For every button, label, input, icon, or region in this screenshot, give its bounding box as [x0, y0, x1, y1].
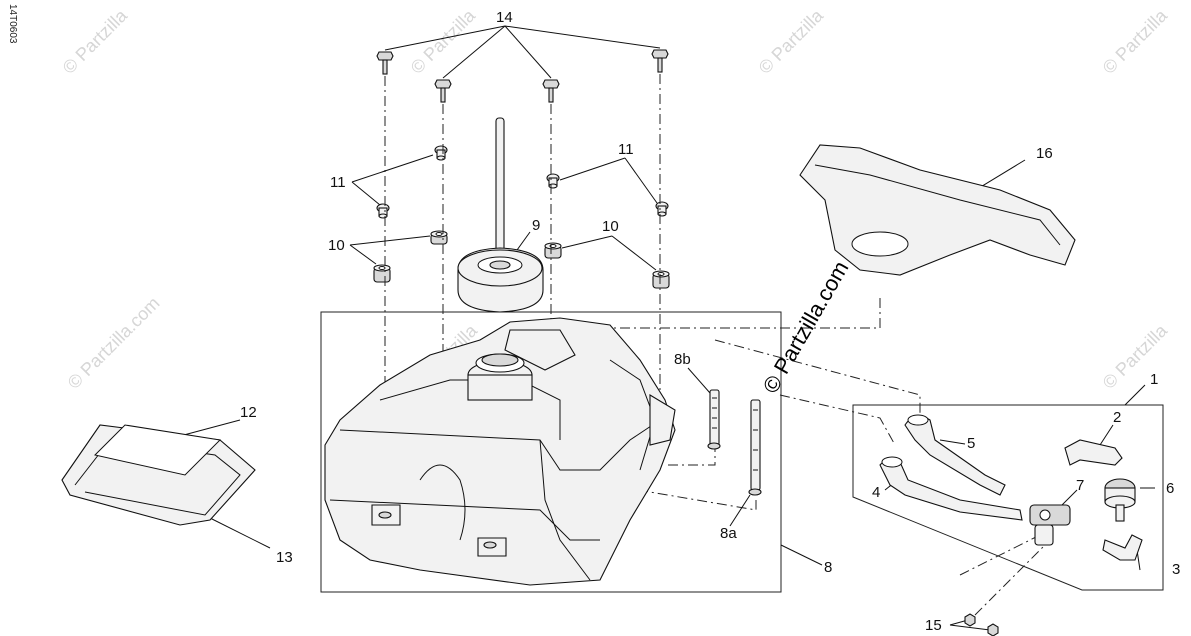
callout-labels: 14 11 11 10 10 9 16 12 13 8b 8a 8 1 2 5 … [240, 9, 1180, 634]
hose-4 [879, 456, 1023, 521]
watermark: © Partzilla.com [64, 293, 164, 393]
watermark: © Partzilla [1099, 320, 1172, 393]
callout-14: 14 [496, 9, 513, 26]
fuel-filter-8b [707, 389, 721, 450]
callout-3: 3 [1172, 561, 1180, 578]
callout-8b: 8b [674, 351, 691, 368]
callout-2: 2 [1113, 409, 1121, 426]
bolt-14 [376, 49, 669, 103]
grommet-10 [373, 230, 670, 289]
callout-8a: 8a [720, 525, 737, 542]
heat-shield-pad-12 [94, 424, 222, 476]
callout-11-left: 11 [330, 174, 346, 191]
screw-15 [964, 613, 999, 636]
hose-3 [1102, 534, 1143, 561]
callout-8: 8 [824, 559, 832, 576]
tank-cover-16 [799, 144, 1076, 276]
callout-7: 7 [1076, 477, 1084, 494]
filter-6 [1104, 478, 1136, 522]
fuel-filter-8a [748, 399, 762, 496]
callout-15: 15 [925, 617, 942, 634]
callout-16: 16 [1036, 145, 1053, 162]
hose-5 [904, 414, 1006, 496]
callout-9: 9 [532, 217, 540, 234]
watermark-main: © Partzilla.com [758, 257, 854, 398]
callout-4: 4 [872, 484, 880, 501]
fuel-cap-9 [457, 117, 544, 313]
callout-5: 5 [967, 435, 975, 452]
callout-10-left: 10 [328, 237, 345, 254]
watermark: © Partzilla [755, 5, 828, 78]
watermark: © Partzilla [407, 5, 480, 78]
callout-10-right: 10 [602, 218, 619, 235]
fuel-tank-8 [324, 317, 676, 586]
document-id: 14T0603 [7, 4, 18, 44]
callout-12: 12 [240, 404, 257, 421]
callout-11-right: 11 [618, 141, 634, 158]
callout-13: 13 [276, 549, 293, 566]
fuel-valve-7 [1029, 504, 1071, 546]
fuel-valve-assembly-box [852, 404, 1164, 591]
hose-2 [1064, 439, 1123, 466]
callout-1: 1 [1150, 371, 1158, 388]
watermark: © Partzilla [1099, 5, 1172, 78]
watermark: © Partzilla [59, 5, 132, 78]
callout-6: 6 [1166, 480, 1174, 497]
